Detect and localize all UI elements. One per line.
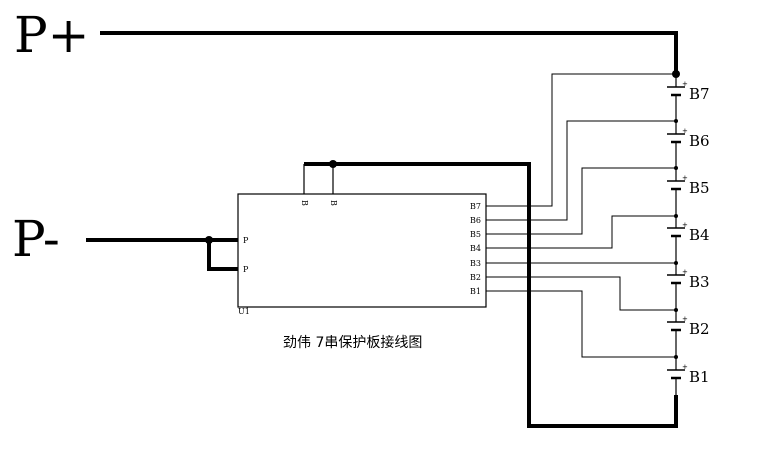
battery-plus-mark: + [682,363,688,371]
chip-top-pin-label: B [300,200,309,206]
sense-wire-b2 [486,276,676,311]
chip-right-pin-label: B4 [470,244,481,253]
positive-bus [100,31,678,74]
battery-plus-mark: + [682,268,688,276]
battery-plus-mark: + [682,80,688,88]
sense-wire-b7 [486,73,676,207]
battery-node-dot [674,355,678,359]
negative-junction-dot [205,236,213,244]
battery-stack: +B7+B6+B5+B4+B3+B2+B1 [667,70,710,395]
battery-node-dot [674,214,678,218]
chip-left-pin-label: P [243,265,249,274]
chip-left-pin-label: P [243,236,249,245]
chip-right-pin-label: B7 [470,202,481,211]
terminal-negative-label: P- [12,210,60,268]
terminal-positive-label: P+ [14,6,90,64]
negative-bus [86,238,238,271]
sense-wire-b4 [486,215,676,249]
chip-left-pin-labels: PP [243,236,249,274]
battery-plus-mark: + [682,315,688,323]
battery-node-dot [674,308,678,312]
battery-negative-loop [304,162,678,428]
battery-plus-mark: + [682,221,688,229]
battery-cell-b5: +B5 [667,174,710,197]
diagram-caption: 劲伟 7串保护板接线图 [283,334,422,351]
battery-label: B2 [689,320,710,338]
battery-label: B1 [689,368,710,386]
battery-plus-mark: + [682,174,688,182]
chip-right-pin-label: B2 [470,273,481,282]
battery-node-dot [674,166,678,170]
chip-right-pin-label: B1 [470,287,481,296]
battery-cell-b1: +B1 [667,363,710,386]
battery-label: B5 [689,179,710,197]
battery-cell-b6: +B6 [667,127,710,150]
battery-label: B7 [689,85,710,103]
battery-cell-b7: +B7 [667,80,710,103]
chip-right-pin-label: B3 [470,259,481,268]
battery-cell-b3: +B3 [667,268,710,291]
battery-label: B4 [689,226,710,244]
sense-wire-b5 [486,167,676,235]
chip-right-pin-label: B5 [470,230,481,239]
protection-chip [237,193,487,308]
chip-top-leads [303,164,334,194]
sense-wire-b1 [486,290,676,358]
battery-plus-mark: + [682,127,688,135]
battery-cell-b4: +B4 [667,221,710,244]
battery-cell-b2: +B2 [667,315,710,338]
chip-ref-label: U1 [238,307,250,316]
chip-right-pin-label: B6 [470,216,481,225]
sense-wires [486,73,676,358]
battery-label: B3 [689,273,710,291]
chip-top-pin-label: B [329,200,338,206]
sense-wire-b6 [486,120,676,221]
battery-node-dot [672,70,680,78]
battery-node-dot [674,261,678,265]
battery-node-dot [674,119,678,123]
battery-label: B6 [689,132,710,150]
